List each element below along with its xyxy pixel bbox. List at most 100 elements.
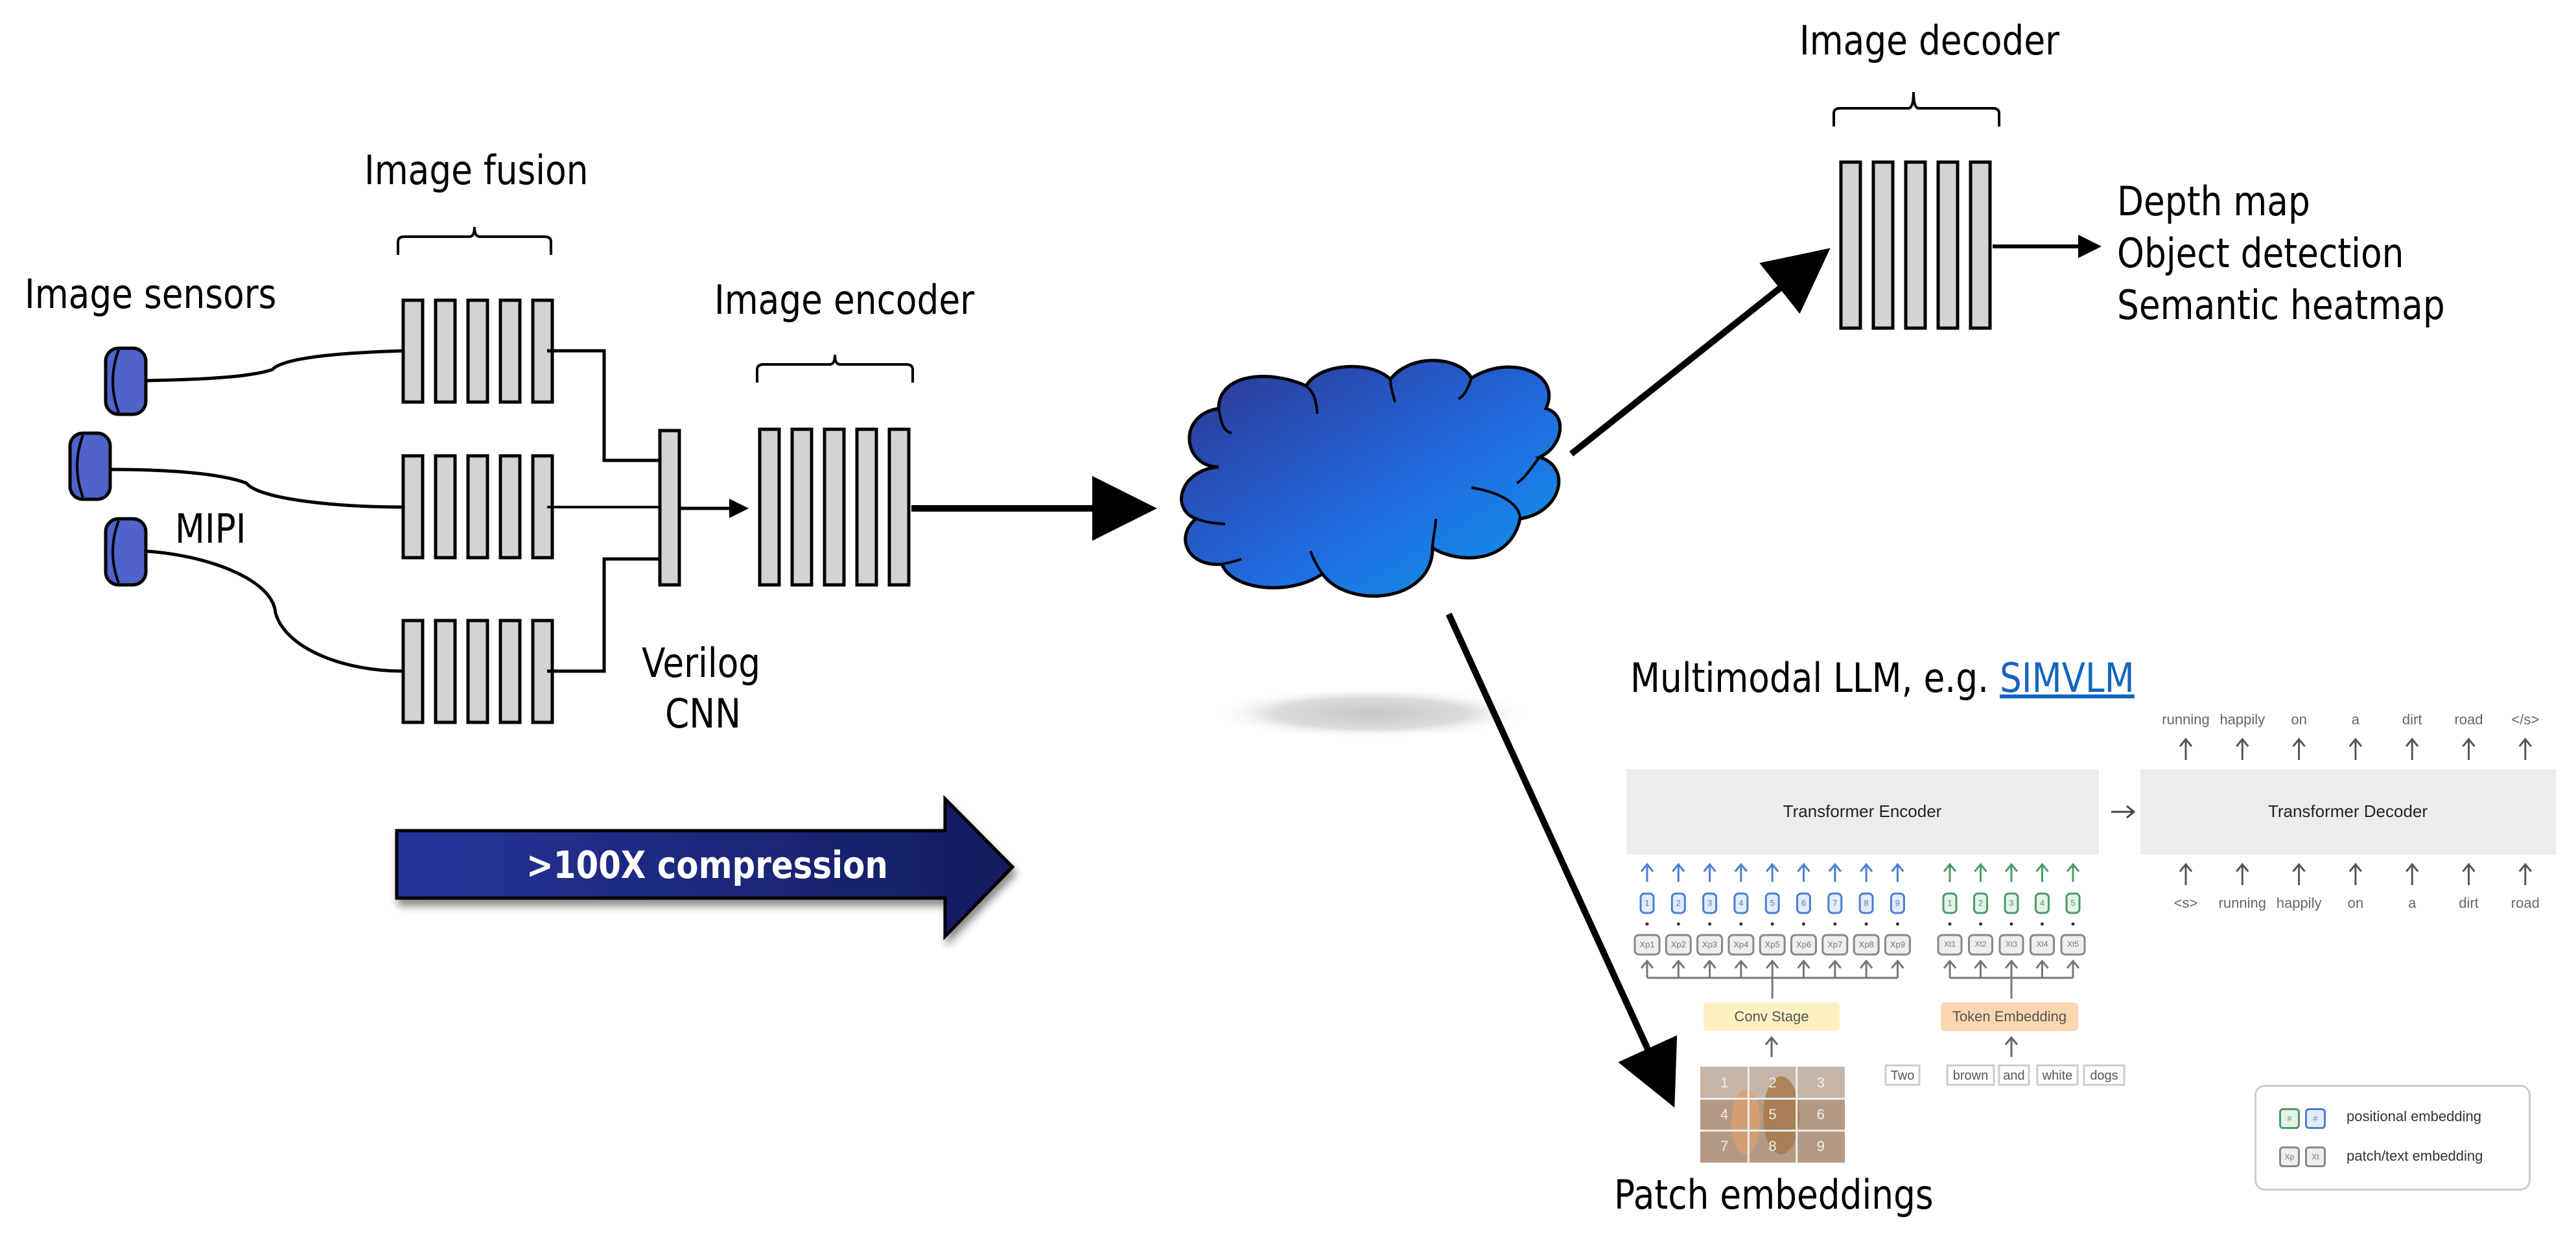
text-token-label: Xt2 xyxy=(1974,940,1987,949)
image-sensor-1 xyxy=(104,346,148,416)
decoder-input-arrow-head xyxy=(2406,862,2419,872)
image-patch-number: 8 xyxy=(1768,1138,1777,1155)
decoder-input-token: running xyxy=(2218,895,2266,911)
fusion-group-2-layer-3 xyxy=(466,454,489,560)
patch-token-arrow-head xyxy=(1828,959,1842,969)
plus-sign xyxy=(2041,922,2044,926)
decoder-input-arrow-head xyxy=(2292,862,2306,872)
encoder-layer-3 xyxy=(823,427,846,587)
caption-word-box xyxy=(1946,1064,1995,1086)
decoder-layer-3 xyxy=(1904,160,1927,330)
transformer-encoder-box xyxy=(1626,769,2099,855)
text-token-label: Xt1 xyxy=(1943,940,1956,949)
plus-sign xyxy=(1979,922,1982,926)
patch-token-label: Xp9 xyxy=(1890,939,1905,949)
text-token xyxy=(1968,934,1993,956)
fusion-group-2-layer-4 xyxy=(498,454,522,560)
verilog-cnn-layer xyxy=(658,429,681,587)
decoder-input-token: <s> xyxy=(2173,895,2198,911)
patch-token-arrow-head xyxy=(1672,959,1685,969)
patch-position-embedding xyxy=(1639,892,1655,914)
patch-token-label: Xp5 xyxy=(1764,939,1780,949)
token-embedding-label: Token Embedding xyxy=(1952,1008,2067,1025)
image-patch-number: 4 xyxy=(1720,1106,1729,1122)
patch-token-arrow-head xyxy=(1734,959,1748,969)
patch-position-arrow-head xyxy=(1828,862,1842,872)
encoder-layer-4 xyxy=(855,427,878,587)
text-token-arrow-head xyxy=(2035,959,2049,969)
decoder-layer-2 xyxy=(1871,160,1895,330)
verilog-label: Verilog xyxy=(642,639,761,687)
plus-sign xyxy=(1708,922,1712,926)
decoder-output-arrow-head xyxy=(2348,737,2363,747)
patch-position-arrow-head xyxy=(1797,862,1810,872)
caption-word: dogs xyxy=(2090,1069,2118,1083)
text-position-arrow-head xyxy=(2066,862,2080,872)
patch-token-arrow-head xyxy=(1891,959,1904,969)
fusion-group-1-layer-5 xyxy=(531,298,554,404)
image-patch-number: 5 xyxy=(1768,1106,1777,1122)
decoder-input-arrow-head xyxy=(2518,862,2532,872)
image-fusion-brace xyxy=(397,226,552,255)
simvlm-link[interactable]: SIMVLM xyxy=(1999,654,2135,702)
patch-embeddings-label: Patch embeddings xyxy=(1614,1171,1934,1218)
fusion-group-1-layer-2 xyxy=(434,298,457,404)
patch-position-embedding xyxy=(1670,892,1686,914)
decoder-input-token: road xyxy=(2511,895,2540,911)
caption-to-token-arrow-head xyxy=(2004,1036,2019,1045)
patch-token xyxy=(1884,934,1911,956)
patch-position-embedding-label: 8 xyxy=(1864,897,1869,908)
cloud-to-patch-arrow xyxy=(1446,612,1678,1108)
patch-position-embedding-label: 9 xyxy=(1895,897,1901,908)
patch-position-embedding xyxy=(1858,892,1874,914)
fusion-group-1-layer-3 xyxy=(466,298,489,404)
decoder-output-token: road xyxy=(2454,711,2483,728)
patch-position-embedding xyxy=(1890,892,1905,914)
text-token xyxy=(2030,934,2055,956)
patch-token-arrow-head xyxy=(1640,959,1654,969)
image-decoder-label: Image decoder xyxy=(1799,17,2060,64)
patch-position-embedding-label: 1 xyxy=(1645,897,1650,908)
patch-token-arrow-head xyxy=(1797,959,1810,969)
decoder-output-token: running xyxy=(2162,711,2210,728)
fusion-group-2-layer-2 xyxy=(434,454,457,560)
decoder-input-token: a xyxy=(2408,895,2417,911)
token-embedding-box xyxy=(1941,1002,2078,1031)
cloud-to-decoder-arrow xyxy=(1569,248,1831,456)
text-position-embedding-label: 3 xyxy=(2009,897,2014,908)
patch-position-embedding-label: 4 xyxy=(1739,897,1744,908)
conv-stage-box xyxy=(1704,1002,1840,1031)
patch-token xyxy=(1633,934,1661,956)
mipi-cable-1 xyxy=(145,349,403,383)
caption-word: brown xyxy=(1952,1069,1989,1083)
image-encoder-brace xyxy=(756,354,914,383)
encoder-layer-5 xyxy=(887,427,911,587)
caption-word-box xyxy=(1884,1064,1921,1086)
patch-position-embedding xyxy=(1796,892,1811,914)
text-position-embedding xyxy=(1942,892,1958,914)
mipi-label: MIPI xyxy=(175,505,246,552)
patch-position-embedding xyxy=(1702,892,1718,914)
plus-sign xyxy=(1770,922,1774,926)
plus-sign xyxy=(1645,922,1649,926)
mipi-cable-3 xyxy=(145,549,403,673)
transformer-decoder-box xyxy=(2140,769,2556,855)
patch-token-label: Xp8 xyxy=(1858,939,1874,949)
patch-position-embedding xyxy=(1827,892,1843,914)
fusion-group-3-layer-1 xyxy=(401,619,425,724)
text-token-arrow-head xyxy=(1943,959,1957,969)
patch-position-embedding-label: 7 xyxy=(1832,897,1838,908)
image-decoder-brace xyxy=(1832,91,2000,126)
text-token xyxy=(1937,934,1963,956)
output-depth-map: Depth map xyxy=(2117,178,2310,225)
caption-word: white xyxy=(2042,1069,2073,1083)
cloud-shadow xyxy=(1209,687,1533,739)
patch-token-label: Xp7 xyxy=(1827,939,1843,949)
patch-position-embedding-label: 5 xyxy=(1770,897,1775,908)
decoder-input-token: on xyxy=(2347,895,2364,911)
multimodal-llm-prefix: Multimodal LLM, e.g. xyxy=(1630,654,2000,702)
conv-stage-label: Conv Stage xyxy=(1734,1008,1809,1025)
decoder-output-arrow-head xyxy=(2292,737,2306,747)
cnn-label: CNN xyxy=(665,690,742,737)
